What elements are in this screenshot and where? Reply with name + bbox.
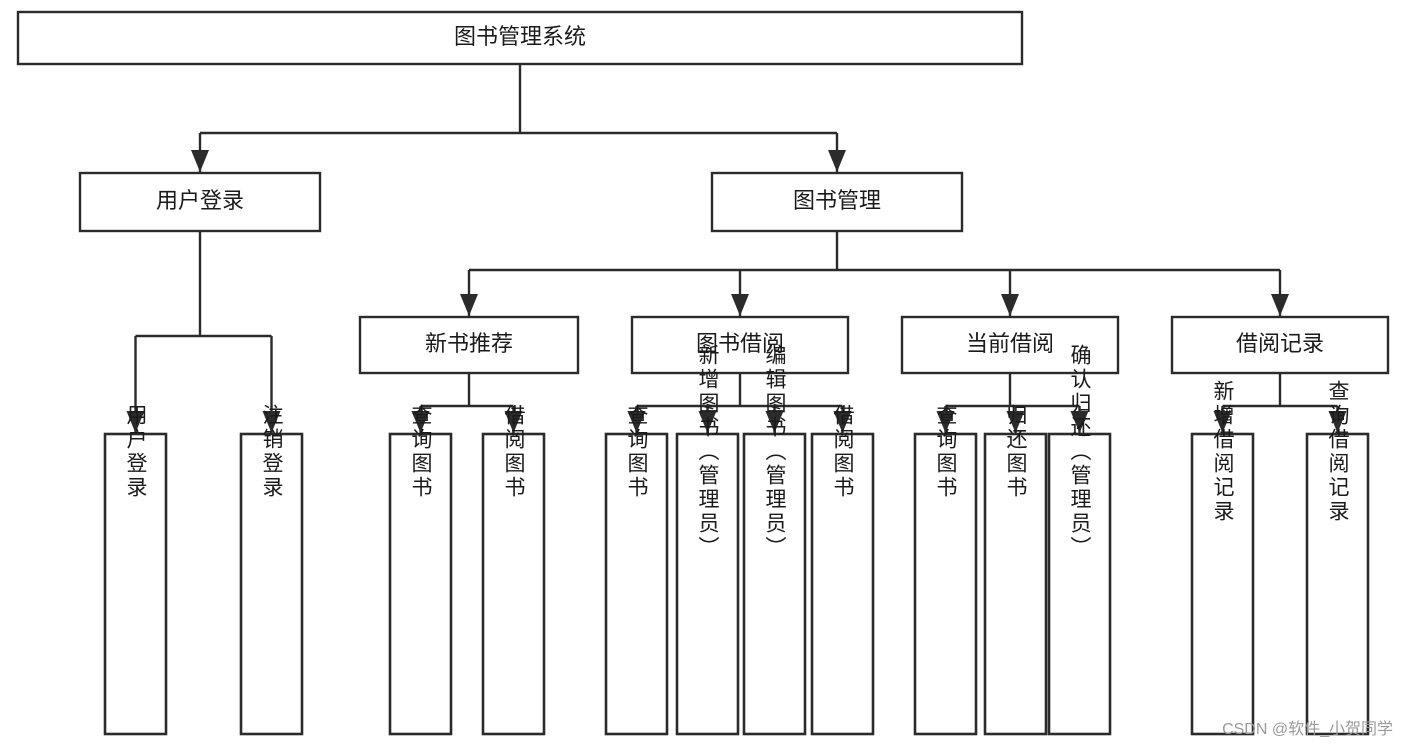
node-label: 图书借阅 [696,331,784,356]
node-rect [78,171,322,233]
node-rect [1047,432,1112,736]
node-label: 当前借阅 [966,331,1054,356]
node-leaf-query-book-1[interactable]: 查询图书 [388,404,453,736]
node-label: 新增图书（管理员） [696,344,720,560]
node-rect [742,432,807,736]
arrow-head-icon [262,411,281,433]
connector-layer [126,64,1347,433]
node-rect [913,432,978,736]
node-rect [710,171,964,233]
node-rect [900,315,1120,375]
node-rect [810,432,875,736]
node-label: 借阅图书 [831,404,855,500]
node-label: 注销登录 [260,404,284,500]
node-leaf-add-book[interactable]: 新增图书（管理员） [675,344,740,736]
arrow-head-icon [833,411,852,433]
node-rect [358,315,580,375]
node-leaf-user-login[interactable]: 用户登录 [103,404,168,736]
node-rect [604,432,669,736]
node-label: 用户登录 [124,404,148,500]
node-leaf-query-book-3[interactable]: 查询图书 [913,404,978,736]
node-label: 借阅图书 [502,404,526,500]
node-label: 新增借阅记录 [1211,380,1235,524]
node-label: 编辑图书（管理员） [763,344,787,560]
node-rect [1190,432,1255,736]
node-rect [239,432,304,736]
node-rect [481,432,546,736]
node-rect [388,432,453,736]
node-root[interactable]: 图书管理系统 [16,10,1024,66]
node-rect [103,432,168,736]
arrow-head-icon [126,411,145,433]
node-label: 新书推荐 [425,331,513,356]
node-label: 确认归还（管理员） [1068,344,1092,560]
arrow-head-icon [460,294,478,316]
node-label: 借阅记录 [1236,331,1324,356]
node-book-borrow[interactable]: 图书借阅 [630,315,850,375]
node-rect [16,10,1024,66]
node-leaf-return-book[interactable]: 归还图书 [983,404,1048,736]
node-layer: 图书管理系统用户登录图书管理新书推荐图书借阅当前借阅借阅记录用户登录注销登录查询… [16,10,1390,736]
node-rect [630,315,850,375]
arrow-head-icon [1213,411,1232,433]
node-label: 用户登录 [156,188,244,213]
arrow-head-icon [504,411,523,433]
arrow-head-icon [936,411,955,433]
node-label: 查询图书 [934,404,958,500]
arrow-head-icon [627,411,646,433]
node-leaf-borrow-book-2[interactable]: 借阅图书 [810,404,875,736]
node-leaf-confirm-return[interactable]: 确认归还（管理员） [1047,344,1112,736]
node-borrow-record[interactable]: 借阅记录 [1170,315,1390,375]
arrow-head-icon [1328,411,1347,433]
node-leaf-add-record[interactable]: 新增借阅记录 [1190,380,1255,736]
node-rect [1170,315,1390,375]
node-rect [1305,432,1370,736]
arrow-head-icon [828,150,846,172]
node-label: 查询借阅记录 [1326,380,1350,524]
arrow-head-icon [411,411,430,433]
node-current-borrow[interactable]: 当前借阅 [900,315,1120,375]
node-leaf-query-book-2[interactable]: 查询图书 [604,404,669,736]
arrow-head-icon [765,411,784,433]
arrow-head-icon [1001,294,1019,316]
arrow-head-icon [1070,411,1089,433]
arrow-head-icon [191,150,209,172]
node-rect [983,432,1048,736]
arrow-head-icon [698,411,717,433]
node-label: 查询图书 [625,404,649,500]
node-user-login[interactable]: 用户登录 [78,171,322,233]
arrow-head-icon [1271,294,1289,316]
node-leaf-user-logout[interactable]: 注销登录 [239,404,304,736]
node-book-manage[interactable]: 图书管理 [710,171,964,233]
node-label: 归还图书 [1004,404,1028,500]
node-label: 图书管理系统 [454,24,586,49]
node-rect [675,432,740,736]
node-leaf-query-record[interactable]: 查询借阅记录 [1305,380,1370,736]
node-label: 图书管理 [793,188,881,213]
node-leaf-borrow-book-1[interactable]: 借阅图书 [481,404,546,736]
node-label: 查询图书 [409,404,433,500]
node-new-book-rec[interactable]: 新书推荐 [358,315,580,375]
arrow-head-icon [1006,411,1025,433]
arrow-head-icon [731,294,749,316]
node-leaf-edit-book[interactable]: 编辑图书（管理员） [742,344,807,736]
